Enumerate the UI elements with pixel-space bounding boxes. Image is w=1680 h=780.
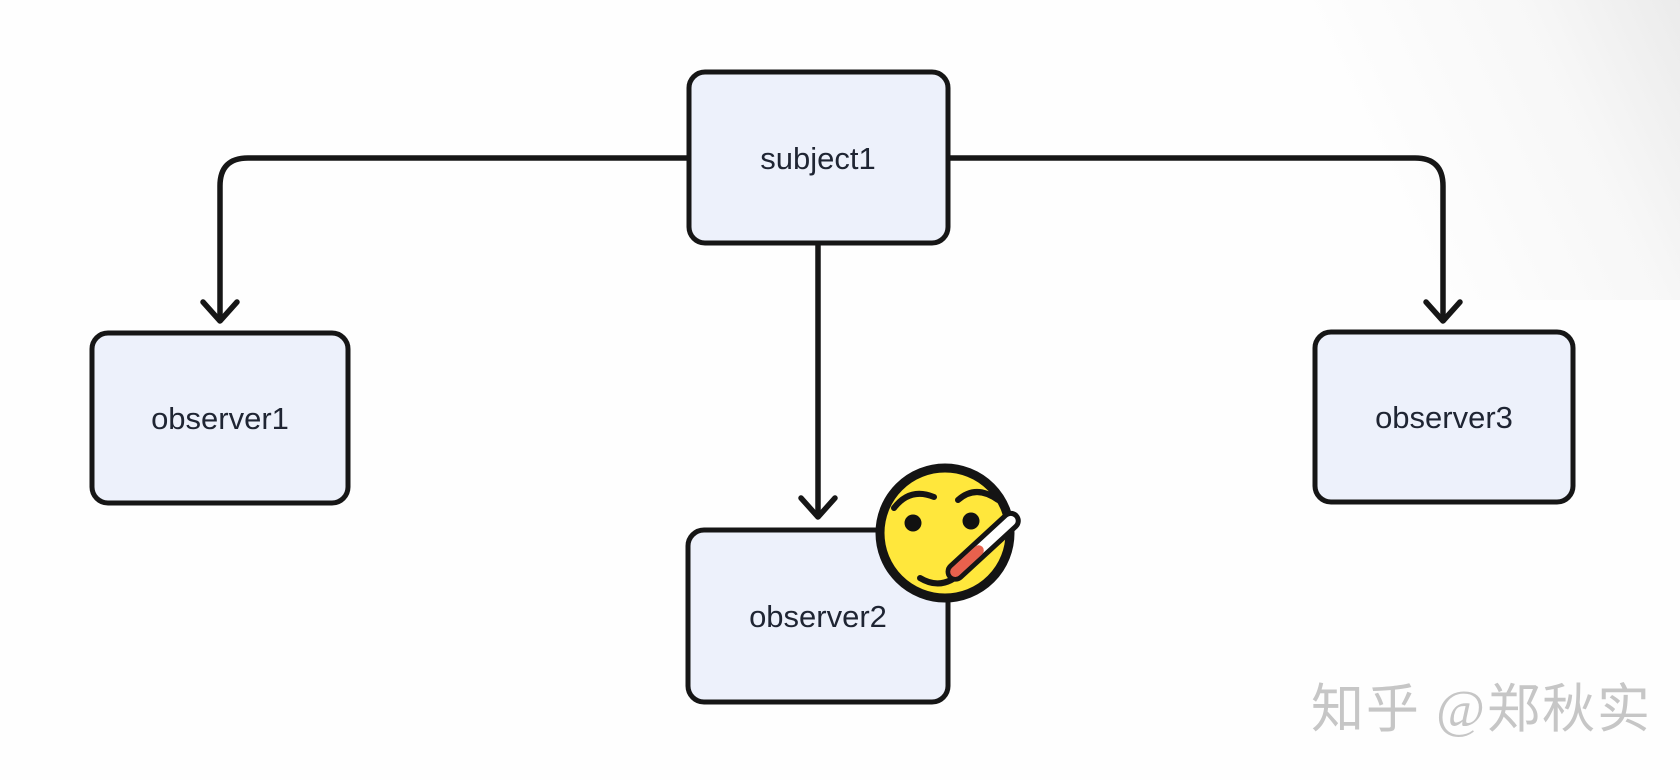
emoji-right-eye xyxy=(962,512,980,530)
emoji-left-eyebrow xyxy=(891,490,937,511)
emoji-thermometer-icon xyxy=(945,510,1021,582)
node-subject1: subject1 xyxy=(686,69,951,246)
edge-line-to-observer1 xyxy=(217,155,692,322)
node-observer1-label: observer1 xyxy=(151,401,289,436)
watermark-zhihu: 知乎 @郑秋实 xyxy=(1311,681,1652,739)
arrowhead-observer1-icon xyxy=(200,299,240,324)
face-with-thermometer-emoji xyxy=(875,463,1021,603)
node-observer3-label: observer3 xyxy=(1375,400,1513,435)
node-observer1: observer1 xyxy=(89,330,351,506)
node-observer2-label: observer2 xyxy=(749,599,887,634)
node-subject1-label: subject1 xyxy=(760,141,875,176)
edge-subject1-observer3 xyxy=(945,155,1463,324)
edge-subject1-observer1 xyxy=(200,155,692,324)
node-observer1-box xyxy=(89,330,351,506)
node-observer2: observer2 xyxy=(685,527,951,705)
arrowhead-observer3-icon xyxy=(1423,299,1463,324)
edge-subject1-observer2 xyxy=(798,240,838,520)
edge-line-to-observer3 xyxy=(945,155,1446,322)
thermometer-mercury xyxy=(950,545,984,578)
arrowhead-observer2-icon xyxy=(798,495,838,520)
node-observer2-box xyxy=(685,527,951,705)
node-observer3-box xyxy=(1312,329,1576,505)
emoji-right-eyebrow xyxy=(955,489,1001,503)
node-subject1-box xyxy=(686,69,951,246)
emoji-left-eye xyxy=(904,514,922,532)
node-observer3: observer3 xyxy=(1312,329,1576,505)
